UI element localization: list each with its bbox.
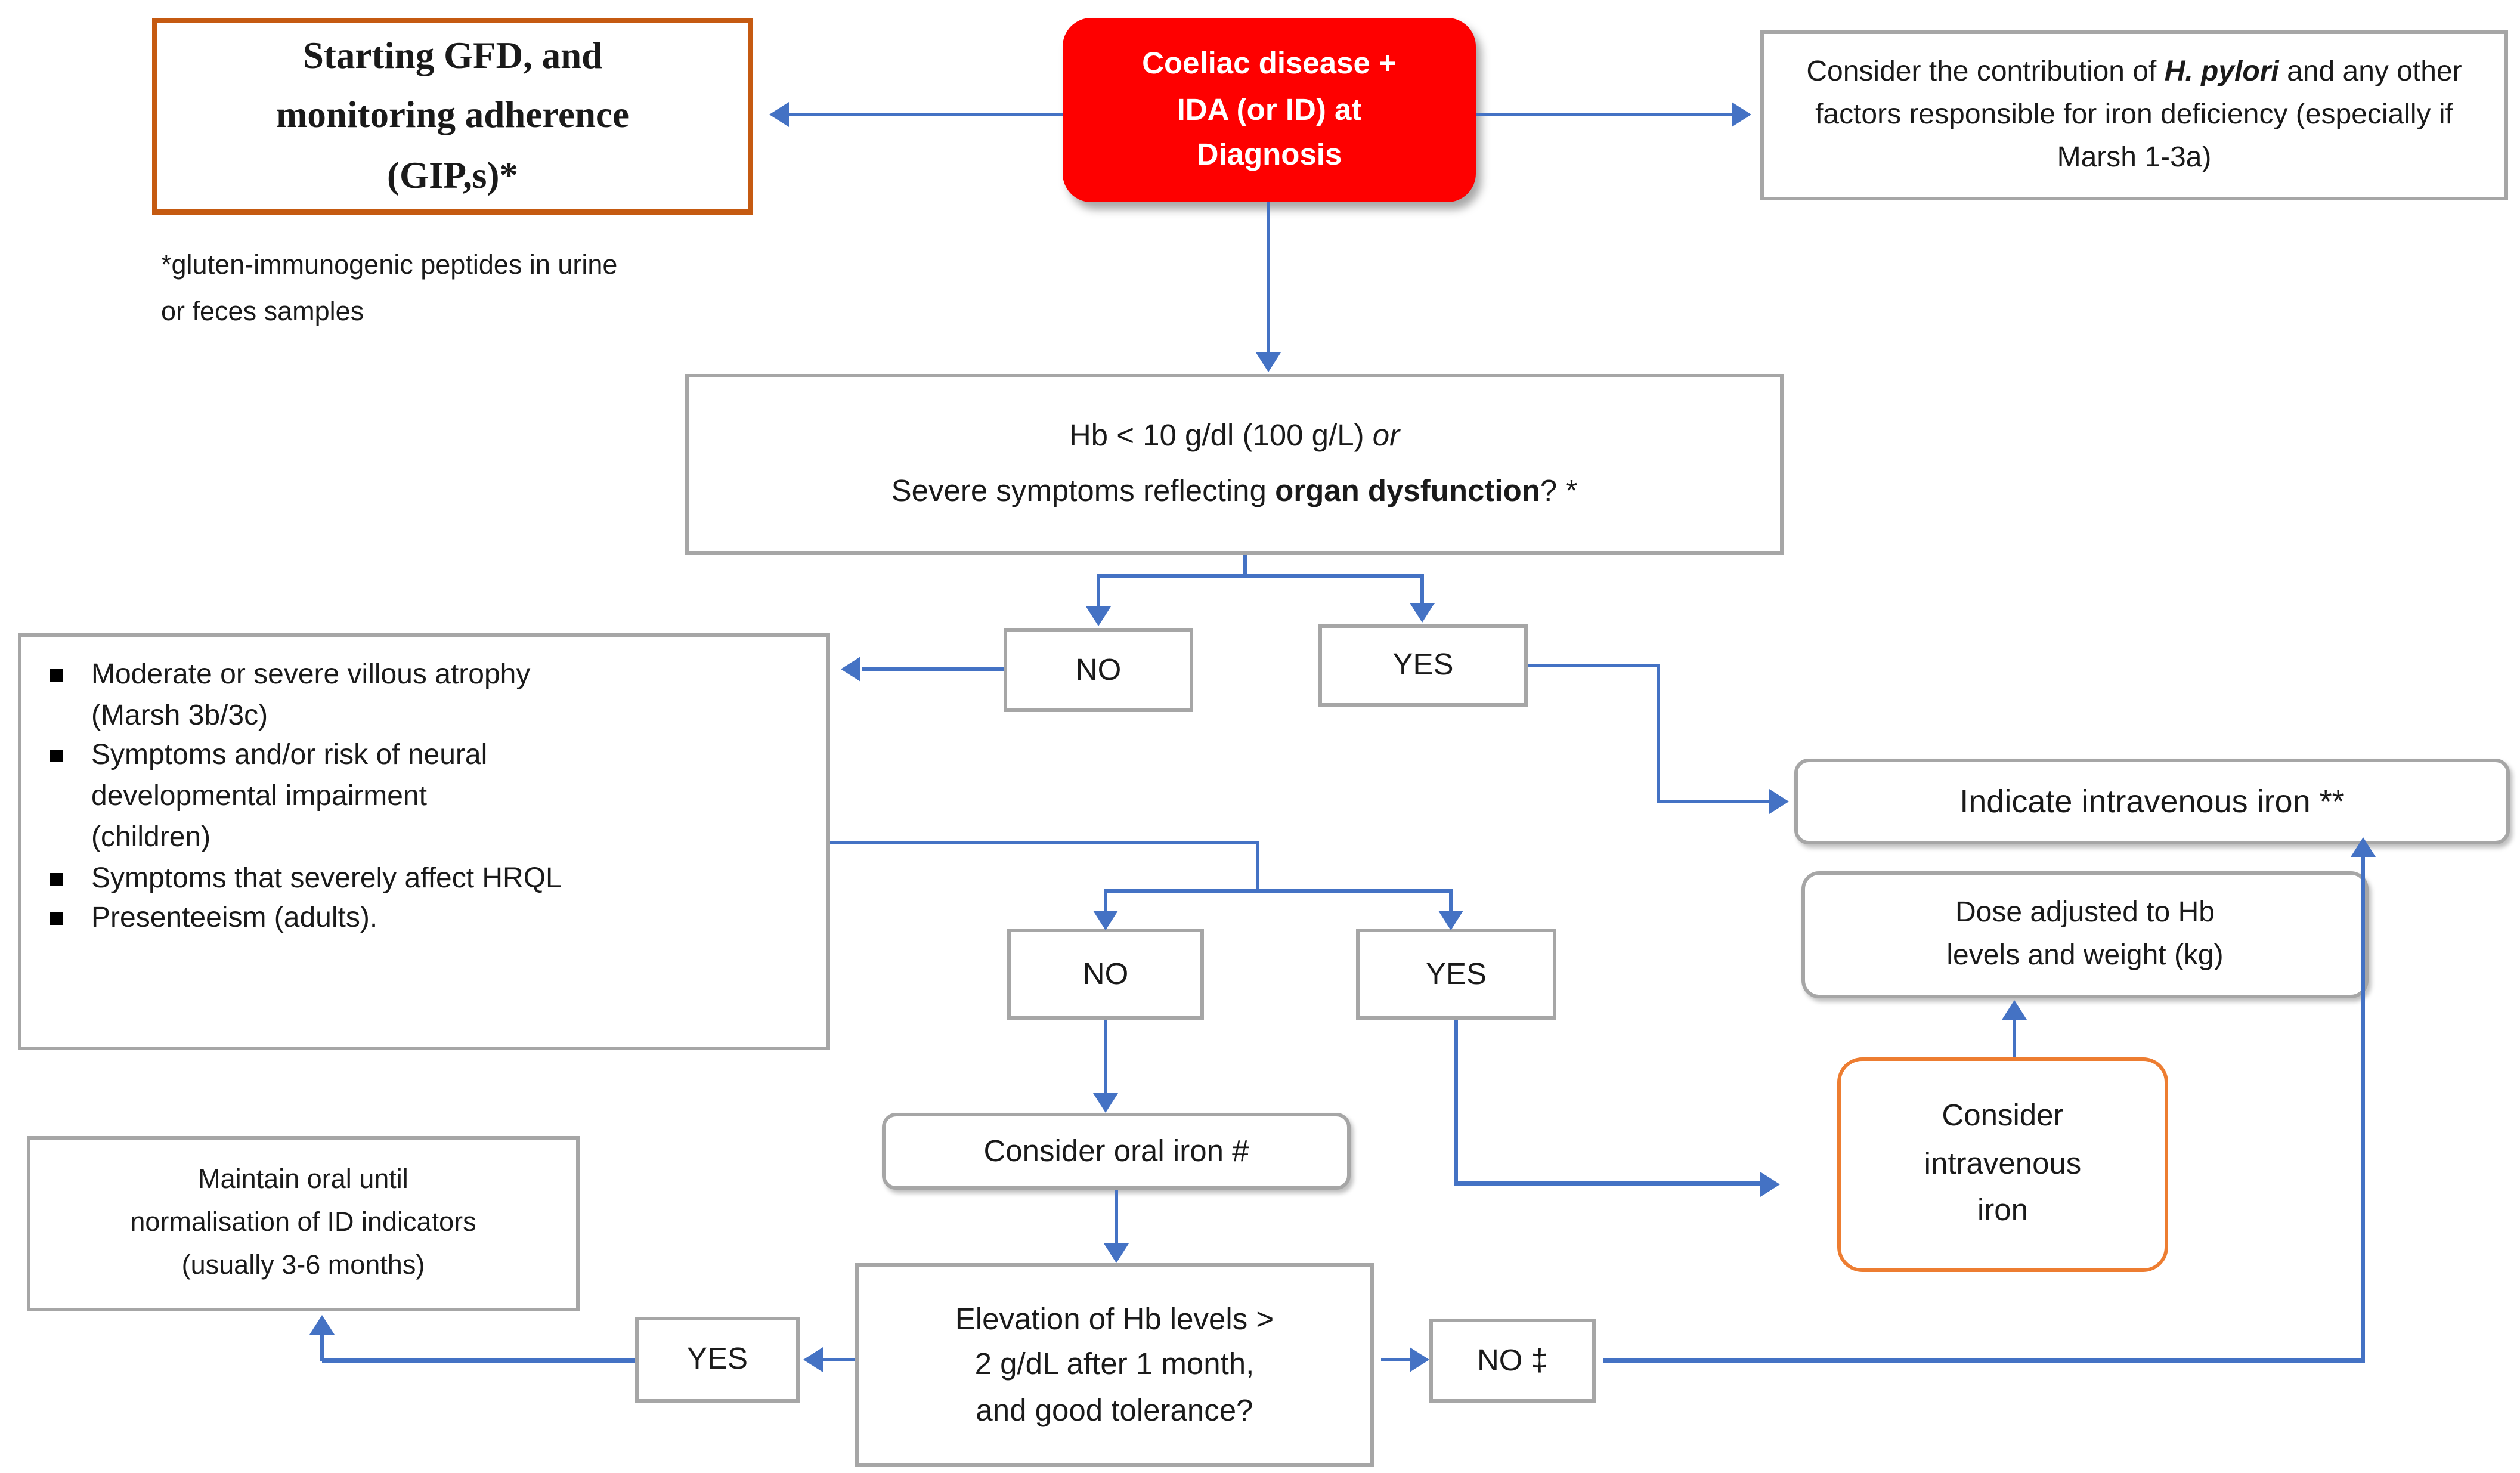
list-item: Presenteeism (adults). xyxy=(47,900,816,941)
list-item-text: Symptoms and/or risk of neural developme… xyxy=(91,741,488,853)
connector-elevation-to-yes xyxy=(823,1358,855,1361)
decision1-yes-node: YES xyxy=(1318,624,1528,707)
diagnosis-line: IDA (or ID) at xyxy=(1177,92,1362,127)
start-gfd-line: Starting GFD, and xyxy=(302,33,603,76)
arrowhead-left-icon xyxy=(769,102,789,127)
arrowhead-down-icon xyxy=(1410,603,1435,623)
connector-diagnosis-to-hpylori xyxy=(1476,113,1732,116)
connector-no-to-indicate xyxy=(1603,1358,2365,1363)
hpylori-emphasis: H. pylori xyxy=(2164,56,2279,87)
arrowhead-left-icon xyxy=(803,1347,823,1372)
connector-elevation-to-no xyxy=(1381,1358,1411,1361)
hpylori-text: Consider the contribution of H. pylori a… xyxy=(1806,56,2462,173)
connector-yes2-to-consideriv xyxy=(1454,1181,1762,1186)
arrowhead-right-icon xyxy=(1410,1347,1429,1372)
arrowhead-up-icon xyxy=(2002,1000,2027,1020)
connector-diagnosis-to-hb xyxy=(1267,202,1270,354)
arrowhead-down-icon xyxy=(1438,911,1463,930)
connector-no-to-indicate xyxy=(2361,855,2365,1361)
connector-criteria-to-split2 xyxy=(830,841,1259,844)
hb-question-line1: Hb < 10 g/dl (100 g/L) or xyxy=(1069,418,1400,453)
list-item: Moderate or severe villous atrophy (Mars… xyxy=(47,657,816,738)
list-item: Symptoms that severely affect HRQL xyxy=(47,860,816,900)
connector-hb-split-bar xyxy=(1098,574,1424,578)
bullet-square-icon xyxy=(50,669,63,682)
bullet-square-icon xyxy=(50,750,63,763)
dose-adjusted-node: Dose adjusted to Hb levels and weight (k… xyxy=(1801,871,2369,998)
arrowhead-right-icon xyxy=(1760,1172,1780,1197)
connector-split2-to-no xyxy=(1104,889,1107,914)
connector-hb-split-stem xyxy=(1243,555,1247,578)
arrowhead-up-icon xyxy=(2351,837,2376,857)
arrowhead-down-icon xyxy=(1086,606,1111,626)
arrowhead-down-icon xyxy=(1104,1243,1129,1263)
indicate-iv-iron-node: Indicate intravenous iron ** xyxy=(1794,759,2510,844)
hb-elevation-question-node: Elevation of Hb levels > 2 g/dL after 1 … xyxy=(855,1263,1374,1467)
connector-hb-split-to-no xyxy=(1097,574,1100,610)
connector-oral-to-elevation xyxy=(1115,1190,1118,1247)
decision2-yes-node: YES xyxy=(1356,929,1556,1020)
arrowhead-down-icon xyxy=(1093,911,1118,930)
connector-yes2-to-consideriv xyxy=(1454,1020,1458,1184)
connector-no1-to-criteria xyxy=(862,667,1004,671)
coeliac-diagnosis-node: Coeliac disease + IDA (or ID) at Diagnos… xyxy=(1063,18,1476,202)
connector-split2-bar xyxy=(1106,889,1453,893)
arrowhead-right-icon xyxy=(1769,789,1789,814)
bullet-square-icon xyxy=(50,912,63,926)
start-gfd-node: Starting GFD, and monitoring adherence (… xyxy=(152,18,753,215)
hpylori-consideration-node: Consider the contribution of H. pylori a… xyxy=(1760,30,2508,200)
arrowhead-right-icon xyxy=(1732,102,1751,127)
maintain-oral-node: Maintain oral until normalisation of ID … xyxy=(27,1136,580,1311)
connector-diagnosis-to-start xyxy=(789,113,1063,116)
hb-question-line2: Severe symptoms reflecting organ dysfunc… xyxy=(891,473,1578,507)
arrowhead-up-icon xyxy=(309,1315,335,1335)
hb-question-node: Hb < 10 g/dl (100 g/L) or Severe symptom… xyxy=(685,374,1784,555)
decision1-no-node: NO xyxy=(1004,628,1193,712)
connector-yes-to-maintain xyxy=(322,1358,635,1363)
connector-split2-to-yes xyxy=(1449,889,1453,914)
consider-iv-iron-node: Consider intravenous iron xyxy=(1837,1057,2168,1272)
list-item-text: Symptoms that severely affect HRQL xyxy=(91,863,562,894)
criteria-list-node: Moderate or severe villous atrophy (Mars… xyxy=(18,633,830,1050)
connector-yes1-to-indicate xyxy=(1657,800,1771,803)
arrowhead-down-icon xyxy=(1093,1093,1118,1113)
connector-consideriv-to-dose xyxy=(2013,1018,2016,1057)
start-gfd-line: (GIP,s)* xyxy=(386,153,518,197)
diagnosis-line: Diagnosis xyxy=(1196,138,1342,172)
list-item-text: Presenteeism (adults). xyxy=(91,903,378,934)
start-gfd-line: monitoring adherence xyxy=(275,93,630,137)
followup-no-node: NO ‡ xyxy=(1429,1319,1596,1403)
connector-no2-to-oral xyxy=(1104,1020,1107,1097)
diagnosis-line: Coeliac disease + xyxy=(1142,47,1397,81)
followup-yes-node: YES xyxy=(635,1317,800,1403)
connector-hb-split-to-yes xyxy=(1420,574,1424,606)
decision2-no-node: NO xyxy=(1007,929,1204,1020)
bullet-square-icon xyxy=(50,872,63,885)
list-item-text: Moderate or severe villous atrophy (Mars… xyxy=(91,660,531,732)
consider-oral-iron-node: Consider oral iron # xyxy=(882,1113,1351,1190)
connector-yes1-to-indicate xyxy=(1528,664,1660,667)
connector-yes1-to-indicate xyxy=(1657,664,1660,803)
list-item: Symptoms and/or risk of neural developme… xyxy=(47,738,816,859)
connector-criteria-to-split2 xyxy=(1256,841,1259,893)
arrowhead-down-icon xyxy=(1256,352,1281,372)
gip-footnote: *gluten-immunogenic peptides in urine or… xyxy=(161,250,618,327)
arrowhead-left-icon xyxy=(841,657,860,682)
connector-yes-to-maintain xyxy=(320,1331,324,1361)
